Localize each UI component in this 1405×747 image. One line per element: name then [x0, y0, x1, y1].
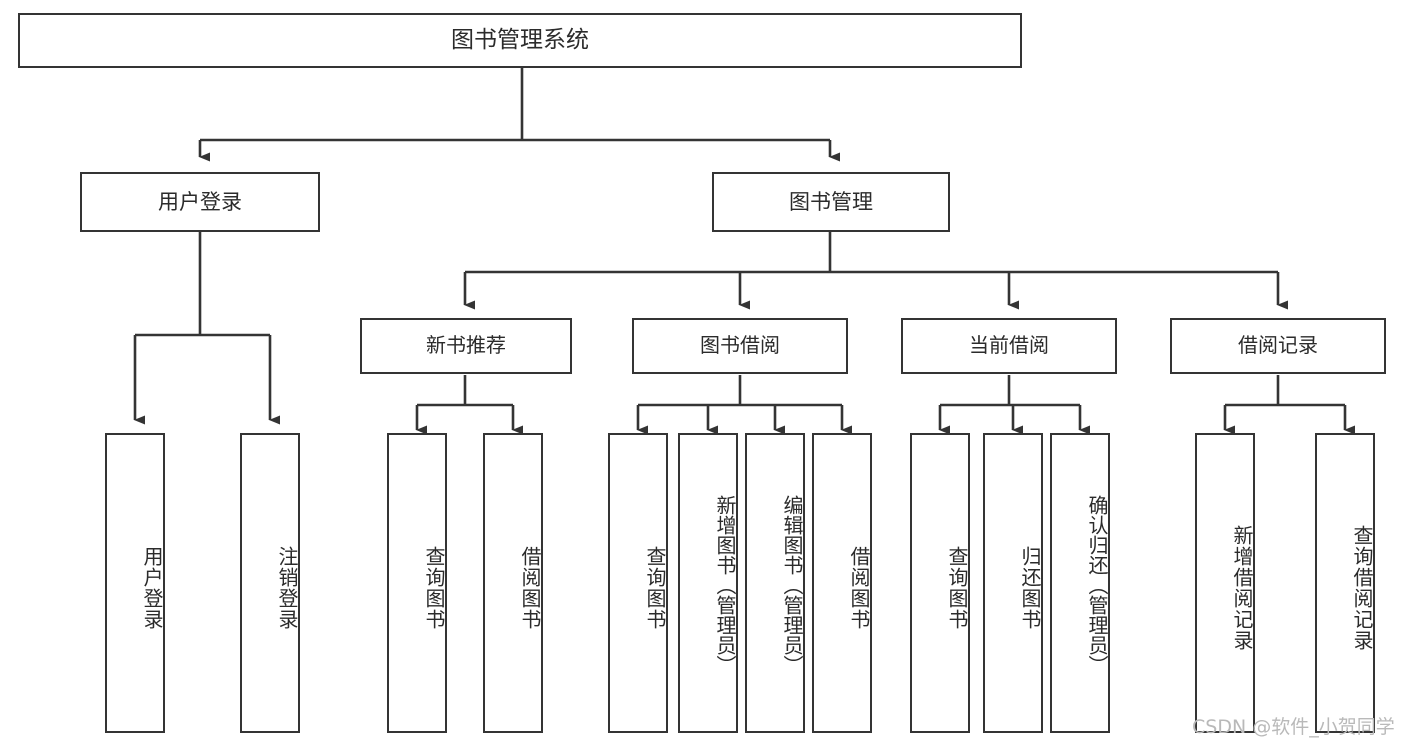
leaf-borrow-edit-book-admin[interactable]: 编辑图书（管理员） — [745, 433, 805, 733]
node-label: 用户登录 — [140, 546, 164, 630]
node-current-borrow[interactable]: 当前借阅 — [901, 318, 1117, 374]
node-user-login[interactable]: 用户登录 — [80, 172, 320, 232]
node-new-book-recommend[interactable]: 新书推荐 — [360, 318, 572, 374]
leaf-current-query-book[interactable]: 查询图书 — [910, 433, 970, 733]
node-label: 查询图书 — [643, 546, 667, 630]
leaf-borrow-add-book-admin[interactable]: 新增图书（管理员） — [678, 433, 738, 733]
leaf-recommend-borrow-book[interactable]: 借阅图书 — [483, 433, 543, 733]
leaf-user-login-logout[interactable]: 注销登录 — [240, 433, 300, 733]
node-label: 新书推荐 — [426, 333, 506, 358]
watermark-text: CSDN @软件_小贺同学 — [1192, 716, 1395, 738]
node-label: 当前借阅 — [969, 333, 1049, 358]
node-label: 借阅图书 — [518, 546, 542, 630]
node-label: 新增借阅记录 — [1230, 525, 1254, 651]
node-label: 新增图书（管理员） — [713, 495, 737, 675]
node-book-management[interactable]: 图书管理 — [712, 172, 950, 232]
node-label: 归还图书 — [1018, 546, 1042, 630]
node-label: 编辑图书（管理员） — [780, 495, 804, 675]
node-label: 查询图书 — [945, 546, 969, 630]
node-label: 图书管理系统 — [451, 26, 589, 53]
node-label: 借阅图书 — [847, 546, 871, 630]
leaf-user-login-login[interactable]: 用户登录 — [105, 433, 165, 733]
node-label: 查询图书 — [422, 546, 446, 630]
leaf-current-return-book[interactable]: 归还图书 — [983, 433, 1043, 733]
node-label: 注销登录 — [275, 546, 299, 630]
leaf-borrow-borrow-book[interactable]: 借阅图书 — [812, 433, 872, 733]
leaf-recommend-query-book[interactable]: 查询图书 — [387, 433, 447, 733]
node-label: 用户登录 — [158, 189, 242, 214]
node-book-borrow[interactable]: 图书借阅 — [632, 318, 848, 374]
leaf-current-confirm-return-admin[interactable]: 确认归还（管理员） — [1050, 433, 1110, 733]
node-borrow-record[interactable]: 借阅记录 — [1170, 318, 1386, 374]
node-label: 借阅记录 — [1238, 333, 1318, 358]
leaf-record-query-record[interactable]: 查询借阅记录 — [1315, 433, 1375, 733]
node-label: 确认归还（管理员） — [1085, 495, 1109, 675]
leaf-borrow-query-book[interactable]: 查询图书 — [608, 433, 668, 733]
leaf-record-add-record[interactable]: 新增借阅记录 — [1195, 433, 1255, 733]
node-label: 图书借阅 — [700, 333, 780, 358]
node-label: 查询借阅记录 — [1350, 525, 1374, 651]
node-label: 图书管理 — [789, 189, 873, 214]
node-root-system[interactable]: 图书管理系统 — [18, 13, 1022, 68]
